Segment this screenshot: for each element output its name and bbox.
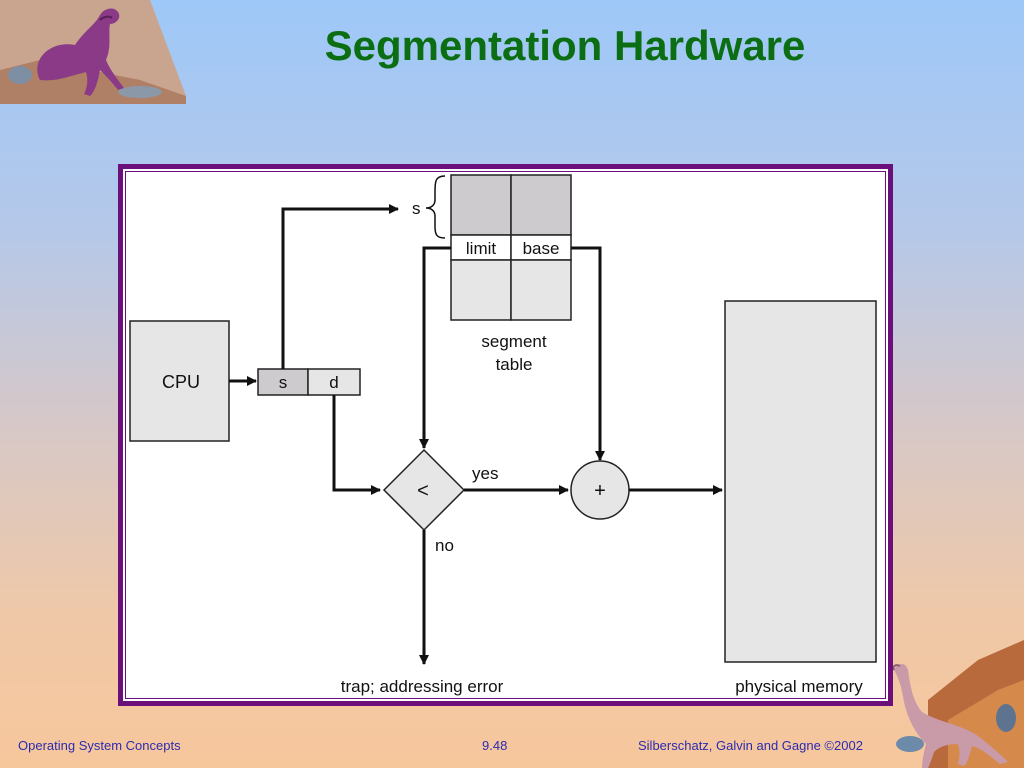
trap-label: trap; addressing error [341, 677, 504, 696]
footer-course-title: Operating System Concepts [18, 738, 181, 753]
yes-label: yes [472, 464, 498, 483]
address-s-label: s [279, 373, 288, 392]
segment-table-limit-label: limit [466, 239, 496, 258]
segment-table-base-cell [510, 234, 572, 261]
slide-title: Segmentation Hardware [324, 22, 806, 69]
offset-to-comparator-arrow [332, 395, 381, 495]
no-label: no [435, 536, 454, 555]
adder-symbol: + [594, 480, 606, 502]
segment-brace [425, 175, 446, 239]
cpu-label: CPU [162, 372, 200, 392]
dinosaur-bottom-right-illustration [892, 640, 1024, 768]
comparator-symbol: < [417, 480, 429, 502]
footer-page-number: 9.48 [482, 738, 508, 753]
base-to-adder-arrow [571, 246, 605, 461]
segment-table-bottom-right-cell [510, 259, 572, 321]
segment-table-caption-line2: table [496, 355, 533, 374]
address-d-field [307, 368, 361, 396]
address-d-label: d [329, 373, 338, 392]
physical-memory-label: physical memory [735, 677, 863, 696]
segment-table-top-left-cell [450, 174, 512, 236]
segment-table-bottom-left-cell [450, 259, 512, 321]
s-to-segment-table-arrow [281, 204, 399, 369]
footer-copyright: Silberschatz, Galvin and Gagne ©2002 [638, 738, 863, 753]
segment-table-base-label: base [523, 239, 560, 258]
segment-table-caption-line1: segment [481, 332, 546, 351]
dinosaur-top-left-illustration [0, 0, 186, 104]
segment-table-top-right-cell [510, 174, 572, 236]
limit-to-comparator-arrow [419, 246, 451, 449]
physical-memory-box [724, 300, 877, 663]
segment-index-label: s [412, 199, 421, 218]
cpu-box [129, 320, 230, 442]
